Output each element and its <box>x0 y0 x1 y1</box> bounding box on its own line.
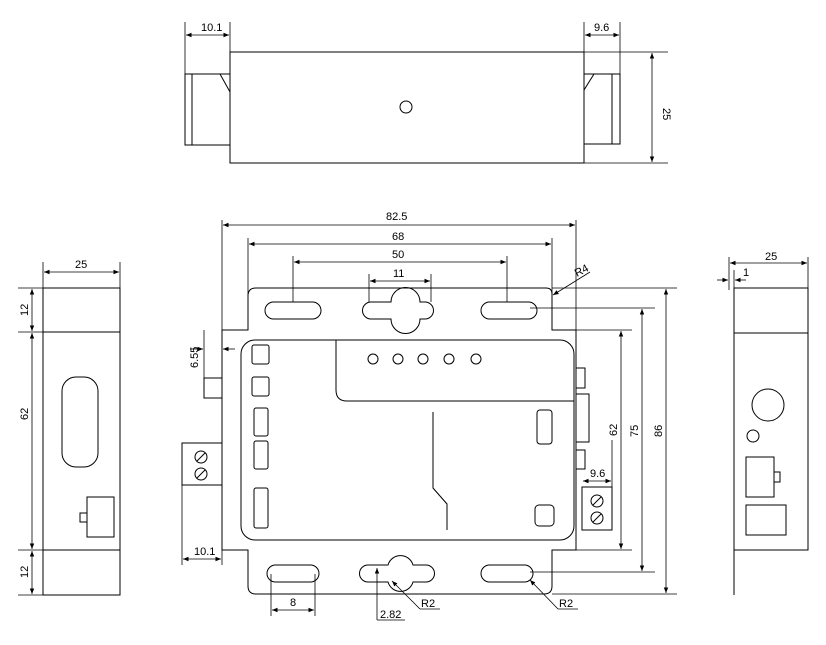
dim-hole-span-inner: 50 <box>392 249 404 261</box>
top-left-terminal <box>184 73 230 146</box>
dim-top-height: 25 <box>660 108 672 120</box>
right-small-hole <box>746 429 760 443</box>
left-end-view: 25 12 62 12 <box>18 259 121 596</box>
right-round-connector <box>751 388 785 422</box>
led-3 <box>417 353 429 365</box>
right-terminal-block <box>581 486 613 531</box>
dim-right-flange: 1 <box>743 267 749 279</box>
dim-front-mid: 62 <box>19 408 31 420</box>
keyhole-top <box>362 287 434 334</box>
right-end-body <box>733 287 809 551</box>
slot-bottom-left <box>266 564 320 583</box>
dim-bottom-left-tab: 10.1 <box>194 546 215 558</box>
housing <box>240 339 575 541</box>
dim-keyhole-width: 11 <box>393 268 404 280</box>
dim-side-left-offset: 6.55 <box>189 347 201 368</box>
dim-overall-width: 82.5 <box>386 211 407 223</box>
slot-top-left <box>264 301 322 320</box>
dim-right-width: 25 <box>765 251 777 263</box>
dim-top-right-tab: 9.6 <box>594 22 609 34</box>
dim-front-bottom: 12 <box>19 566 31 578</box>
right-end-view: 25 1 <box>717 251 809 595</box>
dim-right-tab: 9.6 <box>590 468 605 480</box>
left-terminal-block <box>181 442 223 486</box>
right-terminal <box>745 504 787 536</box>
dim-slot-length: 8 <box>290 597 296 609</box>
dim-corner-radius-top: R4 <box>573 262 591 279</box>
dim-hole-span-outer: 68 <box>392 231 404 243</box>
right-port <box>745 456 775 498</box>
led-4 <box>443 353 455 365</box>
dim-height-62: 62 <box>608 424 620 436</box>
mounting-plate <box>221 287 577 595</box>
slot-bottom-right <box>480 564 534 583</box>
dim-radius-keyhole: R2 <box>421 598 435 610</box>
top-view: 10.1 9.6 25 <box>184 22 672 164</box>
led-2 <box>392 353 404 365</box>
dim-front-top: 12 <box>19 304 31 316</box>
db9-connector <box>61 376 99 468</box>
dim-front-width: 25 <box>75 259 87 271</box>
keyhole-bottom <box>359 555 435 592</box>
slot-top-right <box>480 301 538 320</box>
main-view: 82.5 68 50 11 R4 6.55 10.1 8 2.82 R2 <box>181 211 677 621</box>
dim-height-86: 86 <box>653 425 665 437</box>
dim-keyhole-offset: 2.82 <box>380 609 401 621</box>
dim-height-75: 75 <box>629 425 641 437</box>
top-view-body <box>229 51 585 164</box>
led-1 <box>367 353 379 365</box>
led-5 <box>470 353 482 365</box>
top-right-terminal <box>584 73 621 145</box>
dim-radius-slot: R2 <box>559 598 573 610</box>
dim-top-left-tab: 10.1 <box>201 22 222 34</box>
power-jack <box>86 496 115 538</box>
top-view-center-hole <box>399 100 413 114</box>
left-end-body <box>42 287 121 596</box>
